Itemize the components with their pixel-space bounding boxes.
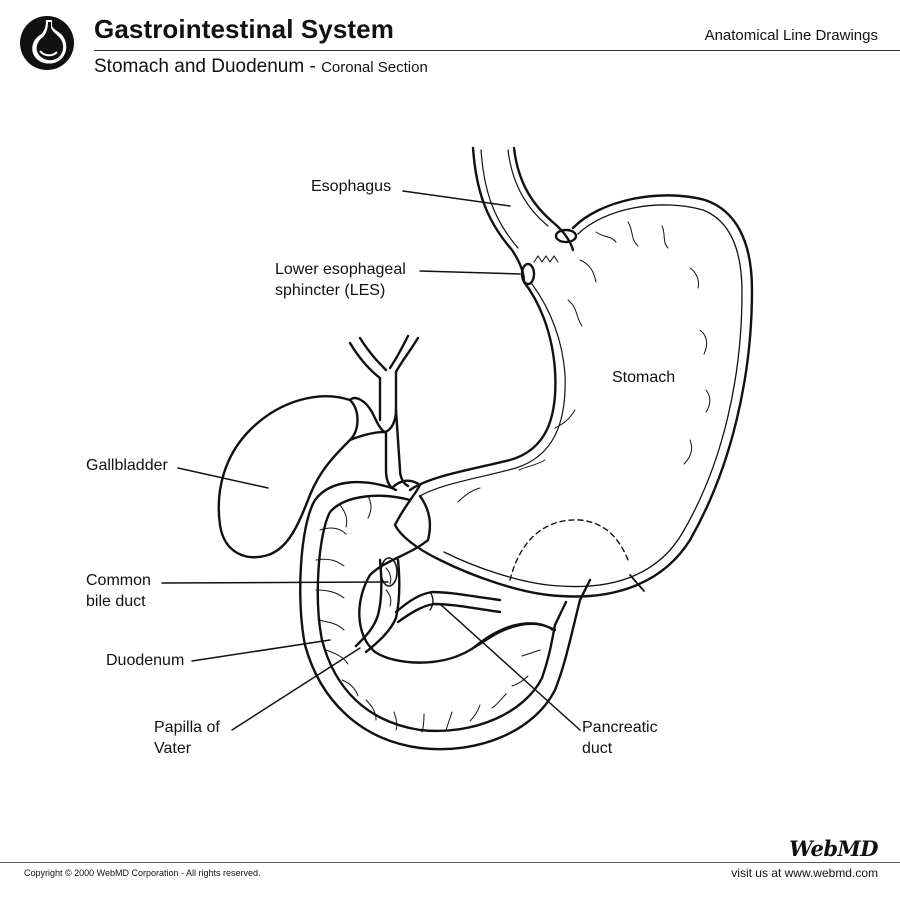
leader-gallbladder — [177, 467, 269, 489]
gallbladder-drawing — [217, 334, 420, 559]
label-stomach: Stomach — [612, 369, 676, 386]
duodenum-drawing — [299, 480, 592, 751]
label-les-line2: sphincter (LES) — [275, 282, 386, 299]
les-drawing — [520, 228, 578, 286]
leader-lines — [161, 190, 581, 731]
stomach-icon — [20, 16, 74, 70]
label-papilla-line2: Vater — [154, 740, 192, 757]
label-cbd-line1: Common — [86, 572, 151, 589]
label-pancreatic-line1: Pancreatic — [582, 719, 658, 736]
label-duodenum: Duodenum — [106, 652, 185, 669]
label-les-line1: Lower esophageal — [275, 261, 406, 278]
leader-les — [419, 270, 521, 275]
leader-esophagus — [402, 190, 511, 207]
header-divider — [94, 50, 900, 51]
leader-common-bile-duct — [161, 581, 389, 584]
site-link-text: visit us at www.webmd.com — [731, 866, 878, 880]
page-title: Gastrointestinal System — [94, 14, 394, 44]
series-name: Anatomical Line Drawings — [704, 27, 878, 44]
leader-duodenum — [191, 639, 331, 662]
subtitle-main: Stomach and Duodenum - — [94, 56, 316, 77]
label-papilla-line1: Papilla of — [154, 719, 220, 736]
label-cbd-line2: bile duct — [86, 593, 146, 610]
pylorus-drawing — [390, 479, 432, 542]
leader-papilla — [231, 647, 361, 731]
label-pancreatic-line2: duct — [582, 740, 613, 757]
stomach-drawing — [393, 194, 754, 598]
label-esophagus: Esophagus — [311, 178, 392, 195]
ducts-drawing — [354, 557, 502, 654]
page-subtitle: Stomach and Duodenum - Coronal Section — [94, 56, 428, 78]
subtitle-section: Coronal Section — [321, 59, 428, 76]
webmd-logo: WebMD — [789, 836, 878, 861]
leader-pancreatic-duct — [439, 603, 581, 731]
label-gallbladder: Gallbladder — [86, 457, 168, 474]
copyright-text: Copyright © 2000 WebMD Corporation - All… — [24, 868, 261, 878]
footer-divider — [0, 862, 900, 863]
